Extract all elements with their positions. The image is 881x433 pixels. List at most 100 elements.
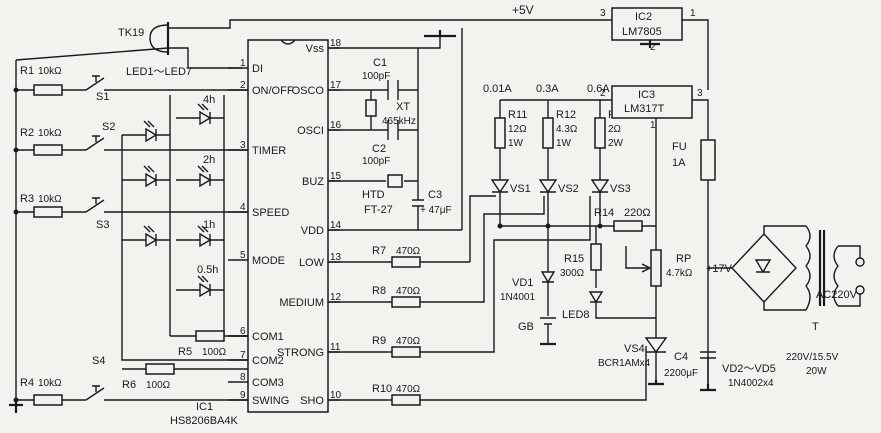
ic1-pin-number: 7	[240, 350, 246, 361]
input-resistor	[33, 84, 63, 96]
ic1-pin-number: 2	[240, 80, 246, 91]
r8-value: 470Ω	[396, 286, 421, 297]
r12-label: R12	[556, 109, 576, 121]
c4-ground	[700, 384, 716, 392]
c2-label: C2	[372, 143, 386, 155]
transformer-voltage: 220V/15.5V	[786, 352, 839, 363]
ic1-pin-number: 16	[330, 120, 342, 131]
r5-label: R5	[178, 346, 192, 358]
ic3-out-rail	[692, 99, 709, 390]
ic1-pin-number: 1	[240, 58, 246, 69]
r10-label: R10	[372, 383, 392, 395]
ic2-out-wire	[682, 19, 709, 90]
t-label: T	[812, 321, 819, 333]
ic1-pin-name: DI	[252, 63, 263, 75]
led-indicator	[145, 172, 158, 188]
vss-ground	[424, 30, 456, 38]
r10-value: 470Ω	[396, 384, 421, 395]
bridge-wires	[708, 225, 806, 311]
led-emission-arrows	[197, 103, 209, 111]
input-resistor	[33, 206, 63, 218]
r6-value: 100Ω	[146, 380, 171, 391]
c3-value: + 47μF	[420, 205, 452, 216]
c4-value: 2200μF	[664, 368, 698, 379]
resistor-top-bus	[499, 99, 612, 110]
bridge-diode-symbol	[754, 259, 772, 274]
r13-wattage: 2W	[608, 138, 624, 149]
timer-05h: 0.5h	[197, 264, 218, 276]
r11-wattage: 1W	[508, 138, 524, 149]
current-001: 0.01A	[483, 83, 512, 95]
timer-1h: 1h	[203, 219, 215, 231]
r5-resistor	[195, 330, 225, 342]
r11-label: R11	[508, 109, 527, 121]
led8	[588, 291, 604, 304]
r10-resistor	[391, 394, 421, 406]
led-emission-arrows	[143, 225, 155, 233]
ic1-body	[247, 39, 329, 413]
timer-4h: 4h	[203, 94, 215, 106]
r8-label: R8	[372, 285, 386, 297]
input-switch	[85, 387, 248, 401]
v17-label: +17V	[706, 263, 733, 275]
c4-label: C4	[674, 351, 688, 363]
led-indicator	[199, 110, 212, 126]
led-indicator	[145, 127, 158, 143]
switch-actuator	[92, 197, 100, 204]
tk19-to-di-wire	[168, 47, 242, 69]
current-03: 0.3A	[536, 83, 559, 95]
bridge-rectifier	[731, 232, 797, 304]
buzzer	[387, 174, 403, 188]
transformer-secondary	[805, 225, 811, 311]
ic2-pin-in: 3	[600, 8, 606, 19]
r3-value: 10kΩ	[38, 194, 62, 205]
vs4-thyristor	[644, 318, 668, 380]
rp-wires	[625, 226, 657, 318]
r8-resistor	[391, 296, 421, 308]
ic1-pin-name: STRONG	[277, 347, 324, 359]
ic1-pin-number: 15	[330, 171, 342, 182]
ic1-part: HS8206BA4K	[170, 415, 239, 427]
ic3-pin-in: 2	[600, 88, 606, 99]
ic1-pin-name: OSCO	[292, 85, 325, 97]
led-emission-arrows	[143, 165, 155, 173]
junction-dot	[13, 87, 19, 93]
led-matrix	[122, 103, 224, 298]
r6-label: R6	[122, 379, 136, 391]
ic1-pin-name: COM2	[252, 355, 284, 367]
ic2-gnd-symbol	[640, 40, 660, 48]
low-to-vs1-wire	[469, 195, 496, 262]
ic2-pin-gnd: 2	[650, 42, 656, 53]
ic1-pin-name: OSCI	[297, 125, 324, 137]
led8-wire	[595, 302, 656, 319]
c3-label: C3	[428, 189, 442, 201]
input-switches	[13, 75, 248, 406]
tk19-to-rail-wire	[15, 47, 169, 61]
vd2-part: 1N4002x4	[728, 378, 774, 389]
ic1-pin-name: COM1	[252, 331, 284, 343]
ic1-pin-name: ON/OFF	[252, 85, 294, 97]
vs1-thyristor	[490, 179, 510, 226]
ic2-part: LM7805	[622, 26, 662, 38]
ic1-pin-name: SHO	[300, 395, 324, 407]
led-emission-arrows	[197, 165, 209, 173]
ic1-pin-number: 12	[330, 292, 342, 303]
ic1-pin-number: 13	[330, 252, 342, 263]
r1-label: R1	[20, 65, 34, 77]
vd2-label: VD2～VD5	[722, 363, 776, 375]
r15-value: 300Ω	[560, 268, 585, 279]
led-emission-arrows	[197, 225, 209, 233]
ic1-pin-name: COM3	[252, 377, 284, 389]
ic1-name: IC1	[196, 401, 213, 413]
ic2-box	[611, 7, 683, 41]
ic1-pin-name: TIMER	[252, 145, 286, 157]
fuse	[700, 139, 716, 181]
r15-resistor	[590, 243, 602, 271]
r7-resistor	[391, 256, 421, 268]
com2-column-wire	[121, 135, 248, 361]
r13-value: 2Ω	[608, 124, 622, 135]
junction-dot	[13, 397, 19, 403]
vs4-label: VS4	[624, 343, 645, 355]
transformer-core	[818, 230, 826, 306]
